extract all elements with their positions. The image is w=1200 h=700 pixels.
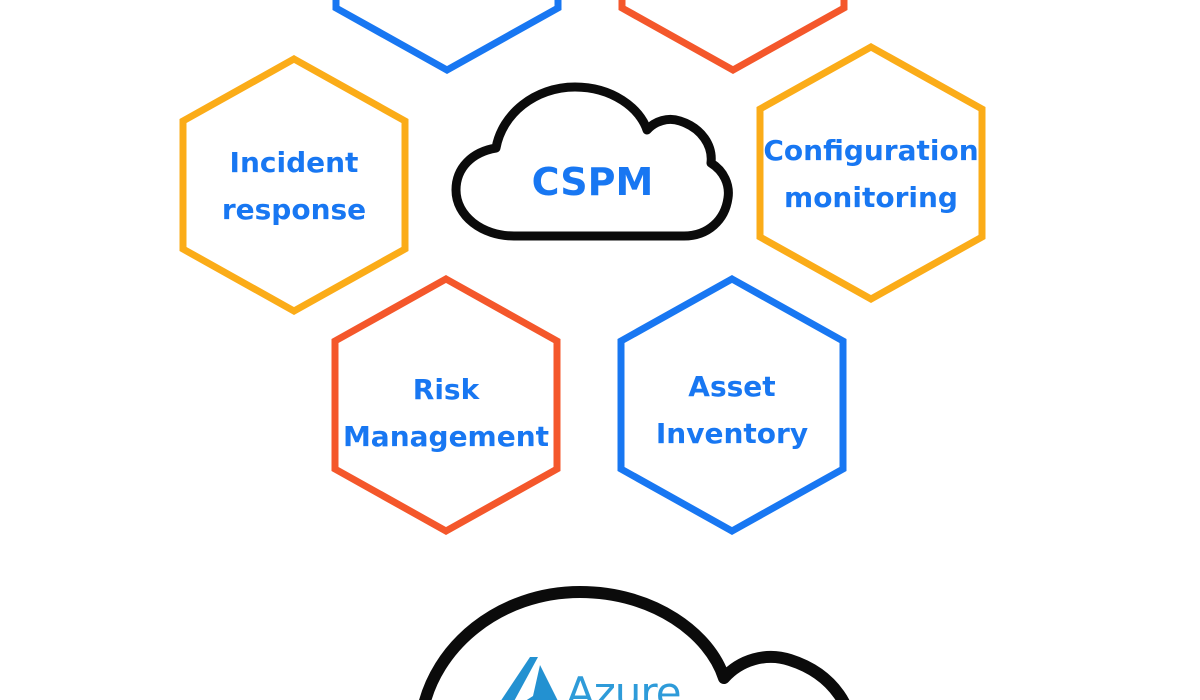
azure-logo-icon bbox=[501, 657, 558, 700]
hexagon-configuration-monitoring bbox=[756, 43, 986, 303]
azure-logo-right-triangle bbox=[526, 665, 558, 700]
incident-response-label: Incident response bbox=[179, 139, 409, 233]
hexagon-top-right-shape bbox=[618, 0, 848, 74]
asset-inventory-line2: Inventory bbox=[655, 417, 809, 450]
cspm-center-label: CSPM bbox=[531, 160, 654, 204]
hexagon-incident-response bbox=[179, 55, 409, 315]
hexagon-asset-inventory bbox=[617, 275, 847, 535]
azure-cloud-outline bbox=[419, 586, 850, 700]
cspm-cloud-icon bbox=[451, 82, 733, 241]
hexagon-top-left-partial bbox=[332, 0, 562, 74]
configuration-monitoring-line1: Configuration bbox=[763, 134, 979, 167]
hexagon-risk-management-shape bbox=[331, 275, 561, 535]
hexagon-asset-inventory-shape bbox=[617, 275, 847, 535]
hexagon-configuration-monitoring-shape bbox=[756, 43, 986, 303]
cspm-cloud-outline bbox=[451, 82, 733, 241]
configuration-monitoring-line2: monitoring bbox=[784, 181, 958, 214]
asset-inventory-line1: Asset bbox=[688, 370, 776, 403]
configuration-monitoring-label: Configuration monitoring bbox=[751, 127, 991, 221]
asset-inventory-label: Asset Inventory bbox=[617, 363, 847, 457]
incident-response-line2: response bbox=[221, 193, 367, 226]
hexagon-incident-response-shape bbox=[179, 55, 409, 315]
incident-response-line1: Incident bbox=[229, 146, 359, 179]
risk-management-line1: Risk bbox=[412, 373, 480, 406]
risk-management-line2: Management bbox=[342, 420, 550, 453]
hexagon-top-left-shape bbox=[332, 0, 562, 74]
hexagon-top-right-partial bbox=[618, 0, 848, 74]
azure-logo-left-stroke bbox=[501, 657, 538, 700]
hexagon-risk-management bbox=[331, 275, 561, 535]
azure-wordmark: Azure bbox=[566, 668, 682, 700]
azure-cloud-icon bbox=[419, 586, 850, 700]
risk-management-label: Risk Management bbox=[331, 366, 561, 460]
